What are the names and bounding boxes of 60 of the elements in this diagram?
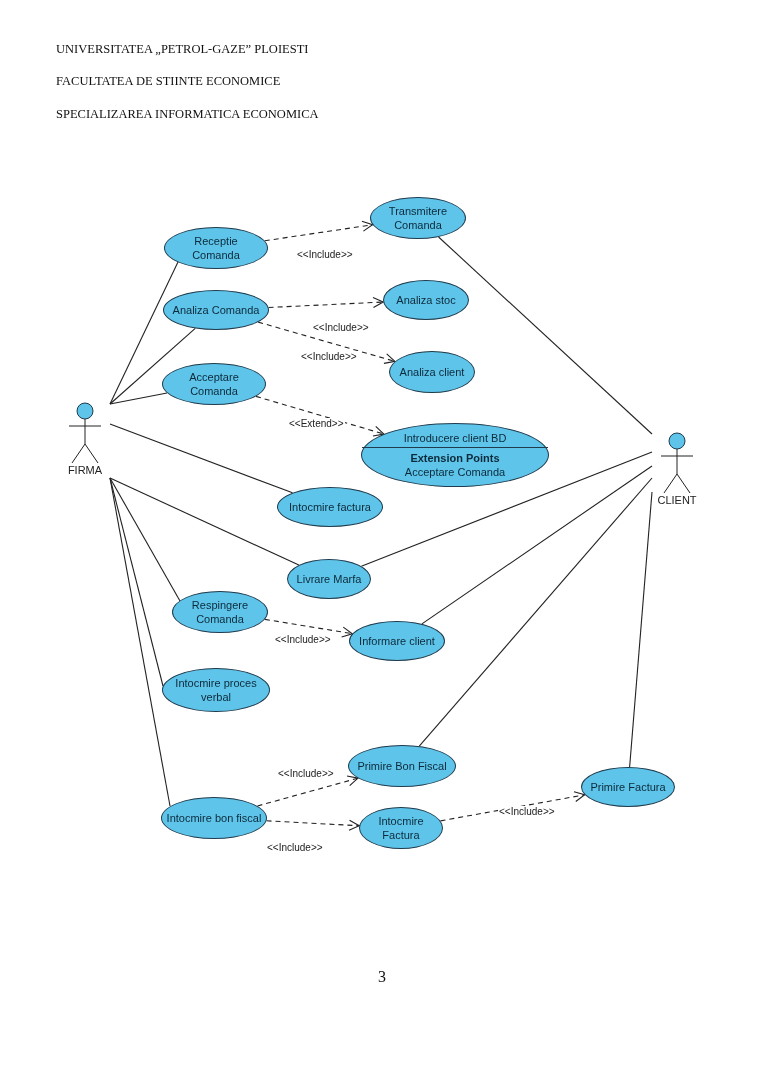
use-case-name: Primire Factura <box>589 779 667 795</box>
dependency-arrow <box>256 775 359 807</box>
association-line <box>421 465 653 625</box>
use-case-name: Intocmire factura <box>288 499 372 515</box>
edge-label: <<Extend>> <box>288 418 345 429</box>
association-line <box>109 261 179 405</box>
dependency-arrow <box>264 618 353 638</box>
use-case-name: Analiza Comanda <box>171 302 261 318</box>
edge-label: <<Include>> <box>300 351 358 362</box>
association-line <box>418 477 653 747</box>
use-case-ellipse <box>162 668 270 712</box>
dependency-arrow <box>268 296 384 309</box>
header-text: UNIVERSITATEA „PETROL-GAZE” PLOIESTI <box>56 42 309 57</box>
compartment-heading: Extension Points <box>409 450 501 466</box>
use-case-name: Intocmire bon fiscal <box>165 810 263 826</box>
association-line <box>109 477 300 566</box>
dependency-arrow <box>257 321 396 364</box>
edge-label: <<Include>> <box>296 249 354 260</box>
use-case-ellipse <box>389 351 475 393</box>
association-line <box>109 477 171 807</box>
actor-name: FIRMA <box>67 464 103 476</box>
use-case-name: Transmitere Comanda <box>387 203 449 233</box>
use-case-name: Intocmire proces verbal <box>174 675 258 705</box>
dependency-arrow <box>255 395 385 437</box>
association-line <box>109 423 294 494</box>
actor-name: CLIENT <box>657 494 697 506</box>
use-case-name: Acceptare Comanda <box>403 465 507 480</box>
edge-label: <<Include>> <box>266 842 324 853</box>
use-case-ellipse <box>349 621 445 661</box>
use-case-ellipse <box>370 197 466 239</box>
use-case-name: Analiza stoc <box>395 292 457 308</box>
header-text: FACULTATEA DE STIINTE ECONOMICE <box>56 74 281 89</box>
use-case-name: Analiza client <box>398 364 466 380</box>
edge-label: <<Include>> <box>277 768 335 779</box>
use-case-name: Informare client <box>358 633 436 649</box>
edge-label: <<Include>> <box>498 806 556 817</box>
dependency-arrow <box>264 220 374 242</box>
use-case-name: Primire Bon Fiscal <box>356 758 448 774</box>
header-text: SPECIALIZAREA INFORMATICA ECONOMICA <box>56 107 319 122</box>
use-case-name: Intocmire Factura <box>377 813 425 843</box>
dependency-arrow <box>265 819 360 831</box>
association-line <box>109 477 181 602</box>
association-line <box>438 236 653 435</box>
use-case-ellipse <box>172 591 268 633</box>
association-line <box>109 392 168 405</box>
use-case-ellipse <box>581 767 675 807</box>
use-case-ellipse <box>348 745 456 787</box>
association-line <box>360 451 653 567</box>
use-case-name: Acceptare Comanda <box>188 369 240 399</box>
edge-label: <<Include>> <box>312 322 370 333</box>
dependency-arrow <box>439 791 586 822</box>
association-line <box>629 491 653 768</box>
use-case-ellipse <box>287 559 371 599</box>
edge-label: <<Include>> <box>274 634 332 645</box>
use-case-name: Respingere Comanda <box>190 597 250 627</box>
use-case-name: Introducere client BD <box>362 430 548 448</box>
use-case-ellipse <box>163 290 269 330</box>
page-number: 3 <box>378 968 386 986</box>
use-case-name: Livrare Marfa <box>295 571 363 587</box>
use-case-name: Receptie Comanda <box>191 233 241 263</box>
